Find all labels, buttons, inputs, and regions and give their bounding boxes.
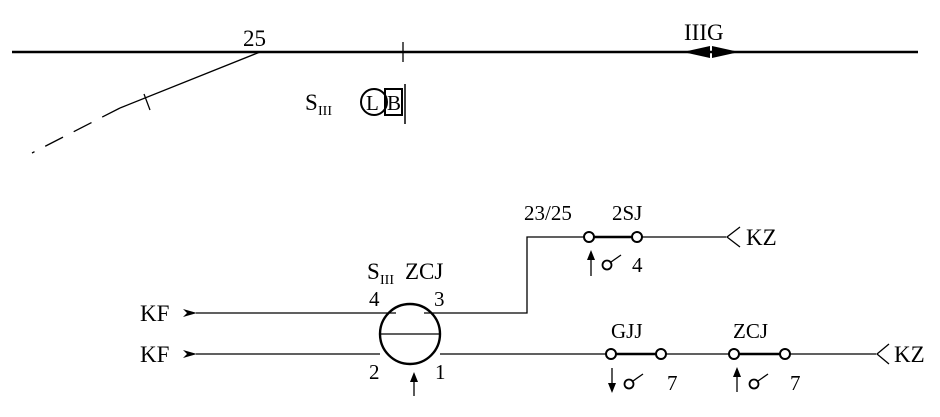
- track-end-arrow-right: [683, 46, 710, 58]
- signal-s-iii: S III L B: [305, 84, 406, 124]
- contact-zcj-label: ZCJ: [733, 319, 768, 343]
- contact-zcj-arrow-head: [733, 367, 741, 377]
- track-label: IIIG: [684, 20, 724, 45]
- kf-label-top: KF: [140, 301, 169, 326]
- contact-zcj-back-terminal: [748, 378, 760, 390]
- contact-zcj-back-blade: [757, 373, 769, 382]
- relay-name: S: [367, 259, 380, 284]
- relay-pin-2: 2: [369, 360, 380, 384]
- signal-subscript: III: [318, 104, 332, 119]
- relay-subscript: III: [380, 273, 394, 288]
- contact-gjj-arrow-head: [608, 383, 616, 393]
- contact-zcj-left-terminal: [728, 348, 740, 360]
- relay-pin-1: 1: [435, 360, 446, 384]
- relay-pin-4: 4: [369, 287, 380, 311]
- contact-2sj-label: 2SJ: [612, 201, 642, 225]
- contact-zcj: ZCJ 7: [728, 319, 801, 395]
- contact-2sj-arrow-head: [587, 250, 595, 260]
- signal-aspect-left: L: [366, 91, 379, 115]
- contact-gjj-back-blade: [632, 373, 644, 382]
- switch-label: 25: [243, 26, 266, 51]
- contact-gjj-right-terminal: [655, 348, 667, 360]
- relay-pin-3: 3: [434, 287, 445, 311]
- signal-lamp-right: [384, 88, 403, 116]
- kz-label-bottom: KZ: [894, 342, 925, 367]
- contact-zcj-pin: 7: [790, 371, 801, 395]
- relay-circuit: S III ZCJ 4 3 2 1 KF 23/25 2SJ 4 KZ KF: [140, 201, 925, 396]
- signal-lamp-left: [360, 88, 388, 116]
- contact-gjj-label: GJJ: [611, 319, 643, 343]
- contact-2sj-ref: 23/25: [524, 201, 572, 225]
- signal-aspect-right: B: [387, 91, 401, 115]
- contact-2sj-right-terminal: [631, 231, 643, 243]
- track-layout: 25 IIIG S III L B: [12, 20, 918, 154]
- wire-top-right: [424, 236, 583, 314]
- relay-suffix: ZCJ: [405, 259, 443, 284]
- track-end-arrow-left: [712, 46, 739, 58]
- kz-symbol-top: [725, 226, 741, 248]
- insulated-joint-diverging: [143, 93, 151, 111]
- kz-symbol-bottom: [875, 343, 890, 365]
- contact-gjj-left-terminal: [605, 348, 617, 360]
- contact-gjj-back-terminal: [623, 378, 635, 390]
- contact-2sj-left-terminal: [583, 231, 595, 243]
- contact-gjj-pin: 7: [667, 371, 678, 395]
- contact-2sj-back-blade: [610, 254, 622, 263]
- contact-2sj: 23/25 2SJ 4: [524, 201, 643, 277]
- contact-zcj-right-terminal: [779, 348, 791, 360]
- diverging-track-solid: [119, 51, 261, 109]
- contact-2sj-pin: 4: [632, 253, 643, 277]
- signal-name: S: [305, 90, 318, 115]
- relay-state-arrow-head: [410, 372, 418, 382]
- kf-label-bottom: KF: [140, 342, 169, 367]
- diverging-track-dashed: [31, 107, 121, 154]
- kz-label-top: KZ: [746, 225, 777, 250]
- contact-2sj-back-terminal: [601, 259, 613, 271]
- contact-gjj: GJJ 7: [605, 319, 678, 395]
